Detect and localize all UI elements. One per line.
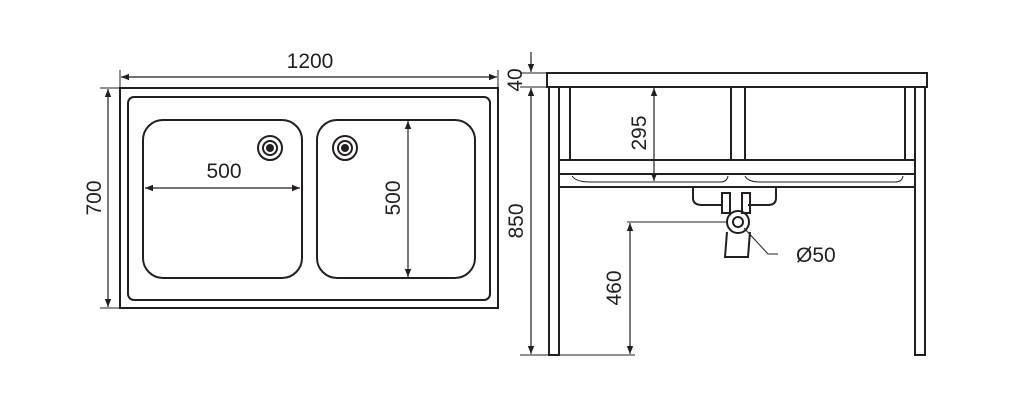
worktop: [546, 72, 928, 88]
drain-icon: [257, 135, 283, 161]
width-label: 1200: [287, 50, 334, 73]
total-height-label: 850: [505, 203, 528, 238]
right-bowl: [316, 119, 476, 279]
drain-trap: [692, 186, 777, 258]
sink-outline: [119, 87, 499, 309]
bowl-depth-label: 500: [382, 180, 405, 215]
depth-label: 700: [83, 180, 106, 215]
sink-rim: [127, 96, 491, 301]
side-view: 40 850 295 460 Ø50: [504, 52, 928, 356]
bowl-width-label: 500: [206, 160, 241, 183]
drain-icon: [332, 135, 358, 161]
drain-height-label: 460: [603, 270, 626, 305]
crossbar: [558, 173, 916, 188]
drain-diameter-label: Ø50: [796, 244, 836, 267]
left-bowl: [142, 119, 303, 279]
diameter-leader-line: [743, 227, 778, 255]
bowl-height-label: 295: [628, 115, 651, 150]
left-leg: [548, 86, 560, 356]
right-leg: [914, 86, 926, 356]
top-view: 1200 700 500 500: [83, 50, 499, 309]
top-thickness-label: 40: [504, 68, 527, 91]
